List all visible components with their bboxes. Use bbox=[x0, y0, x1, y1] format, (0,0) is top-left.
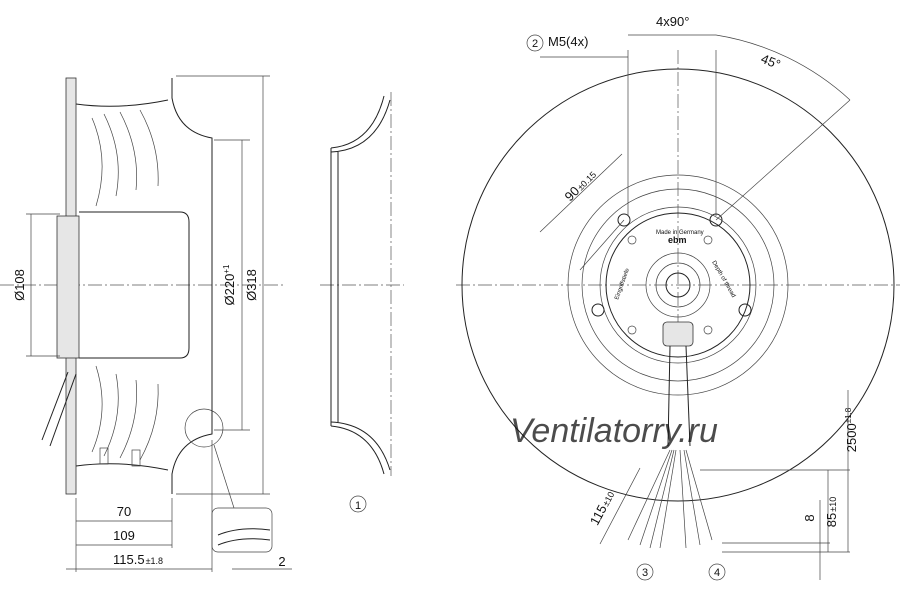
dim-cable-2500-value: 2500 bbox=[844, 423, 859, 452]
dim-pcd-90: 90±0.15 bbox=[562, 167, 599, 204]
watermark: Ventilatorry.ru bbox=[510, 412, 718, 450]
dim-d108: Ø108 bbox=[12, 269, 27, 301]
dim-gap-2: 2 bbox=[278, 554, 285, 569]
dim-end-8: 8 bbox=[802, 514, 817, 521]
dim-strip-115: 115±10 bbox=[587, 488, 617, 527]
motor-label-line2: Depth of thread bbox=[710, 260, 736, 299]
callout-1: 1 bbox=[355, 500, 361, 512]
dim-115-5-tolerance: ±1.8 bbox=[146, 556, 163, 566]
motor-label-line1: Made in Germany bbox=[656, 230, 704, 236]
dim-115-5: 115.5±1.8 bbox=[113, 552, 163, 567]
dim-end-85: 85±10 bbox=[824, 497, 839, 527]
motor-brand: ebm bbox=[668, 235, 687, 245]
impeller-ring-section bbox=[320, 92, 404, 513]
angle-pattern: 4x90° bbox=[656, 14, 689, 29]
dim-109: 109 bbox=[113, 528, 135, 543]
callout-3: 3 bbox=[642, 567, 648, 579]
callout-2: 2 bbox=[532, 38, 538, 50]
dim-end-85-tolerance: ±10 bbox=[828, 497, 838, 512]
dim-d220-value: Ø220 bbox=[222, 274, 237, 306]
dim-d220: Ø220+1 bbox=[222, 264, 237, 305]
dim-end-85-value: 85 bbox=[824, 513, 839, 527]
front-view bbox=[456, 34, 900, 581]
dim-115-5-value: 115.5 bbox=[113, 552, 145, 567]
dim-cable-2500: 2500±1.8 bbox=[844, 407, 859, 452]
thread-spec: M5(4x) bbox=[548, 34, 588, 49]
dim-strip-115-tolerance: ±10 bbox=[601, 490, 617, 508]
dim-d220-tolerance: +1 bbox=[222, 264, 231, 274]
motor-label-line3: Eingriffstiefe bbox=[614, 267, 631, 301]
dim-70: 70 bbox=[117, 504, 131, 519]
callout-4: 4 bbox=[714, 567, 720, 579]
dim-pcd-90-tolerance: ±0.15 bbox=[575, 170, 598, 193]
dim-cable-2500-tolerance: ±1.8 bbox=[844, 407, 853, 423]
dim-d318: Ø318 bbox=[244, 269, 259, 301]
side-view bbox=[0, 75, 292, 572]
angle-45: 45° bbox=[759, 51, 783, 72]
